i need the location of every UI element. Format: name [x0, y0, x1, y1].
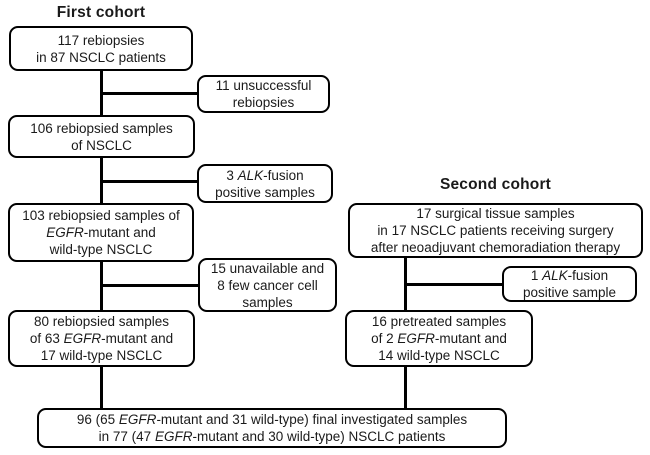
connector-branch-unsuccessful	[101, 92, 197, 95]
connector-branch-alk-3	[101, 180, 197, 183]
connector-branch-unavailable	[101, 284, 198, 287]
connector-branch-alk-1	[405, 283, 502, 286]
connector-16-to-final	[404, 366, 407, 409]
box-96-final-investigated-samples: 96 (65 EGFR-mutant and 31 wild-type) fin…	[37, 408, 507, 448]
connector-80-to-final	[100, 366, 103, 409]
second-cohort-title: Second cohort	[439, 176, 552, 193]
first-cohort-title: First cohort	[56, 4, 146, 21]
